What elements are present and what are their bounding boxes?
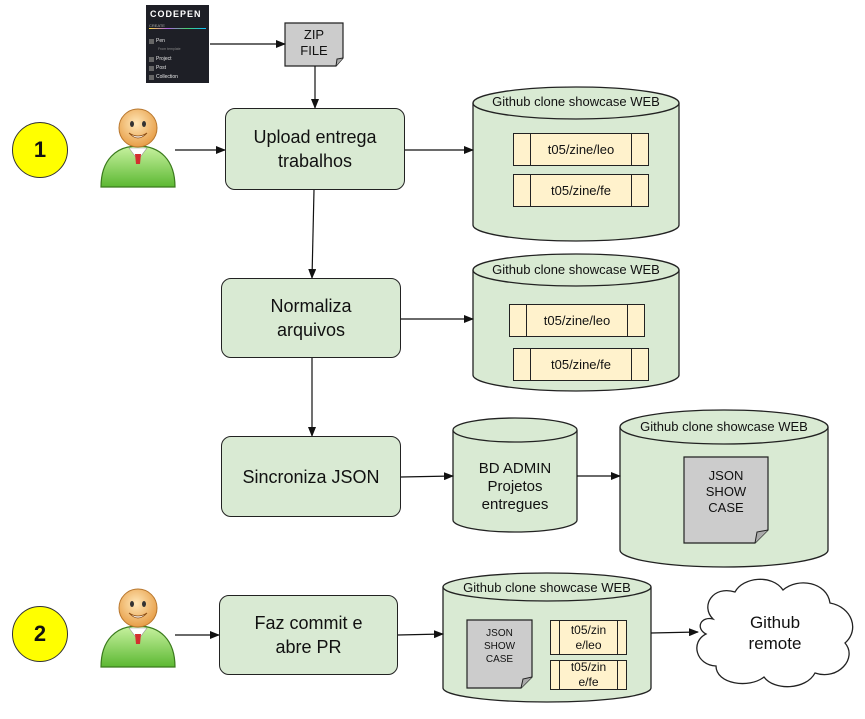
json-showcase-label-1: JSON SHOW CASE — [705, 468, 747, 515]
codepen-pen-sub: From template — [158, 47, 181, 51]
arrow-commit-web4 — [397, 630, 444, 639]
arrow-sincroniza-bd — [400, 472, 454, 481]
pen-icon — [149, 38, 154, 44]
collection-icon — [149, 74, 154, 80]
bd-admin-label: BD ADMIN Projetos entregues — [478, 460, 552, 513]
step-badge-2: 2 — [12, 606, 68, 662]
zip-file-label: ZIP FILE — [300, 27, 328, 58]
folder-fe-1: t05/zine/fe — [513, 174, 649, 207]
codepen-item-project: Project — [149, 56, 172, 62]
step-badge-1: 1 — [12, 122, 68, 178]
codepen-create-label: CREATE — [149, 23, 165, 28]
json-showcase-label-2: JSON SHOW CASE — [483, 628, 516, 665]
codepen-logo: CODEPEN — [150, 9, 202, 19]
post-icon — [149, 65, 154, 71]
upload-process: Upload entrega trabalhos — [225, 108, 405, 190]
codepen-item-post: Post — [149, 65, 166, 71]
commit-process: Faz commit e abre PR — [219, 595, 398, 675]
folder-leo-3: t05/zin e/leo — [550, 620, 627, 655]
github-remote-label: Github remote — [748, 613, 802, 653]
codepen-gradient-bar — [149, 28, 206, 29]
folder-fe-2: t05/zine/fe — [513, 348, 649, 381]
arrow-web4-cloud — [650, 628, 699, 637]
codepen-item-pen: Pen — [149, 38, 165, 44]
web-cylinder-label-1: Github clone showcase WEB — [492, 94, 660, 109]
web-cylinder-label-2: Github clone showcase WEB — [492, 262, 660, 277]
normaliza-process: Normaliza arquivos — [221, 278, 401, 358]
codepen-create-menu: CODEPEN CREATE Pen From template Project… — [146, 5, 209, 83]
folder-leo-1: t05/zine/leo — [513, 133, 649, 166]
web-cylinder-label-4: Github clone showcase WEB — [463, 580, 631, 595]
codepen-item-collection: Collection — [149, 74, 178, 80]
folder-fe-3: t05/zin e/fe — [550, 660, 627, 690]
arrow-upload-normaliza — [308, 189, 317, 279]
cylinder-bd-admin — [452, 417, 578, 533]
folder-leo-2: t05/zine/leo — [509, 304, 645, 337]
web-cylinder-label-3: Github clone showcase WEB — [640, 419, 808, 434]
user-icon-2 — [100, 588, 176, 668]
github-remote-cloud — [696, 578, 854, 688]
sincroniza-process: Sincroniza JSON — [221, 436, 401, 517]
user-icon-1 — [100, 108, 176, 188]
project-icon — [149, 56, 154, 62]
